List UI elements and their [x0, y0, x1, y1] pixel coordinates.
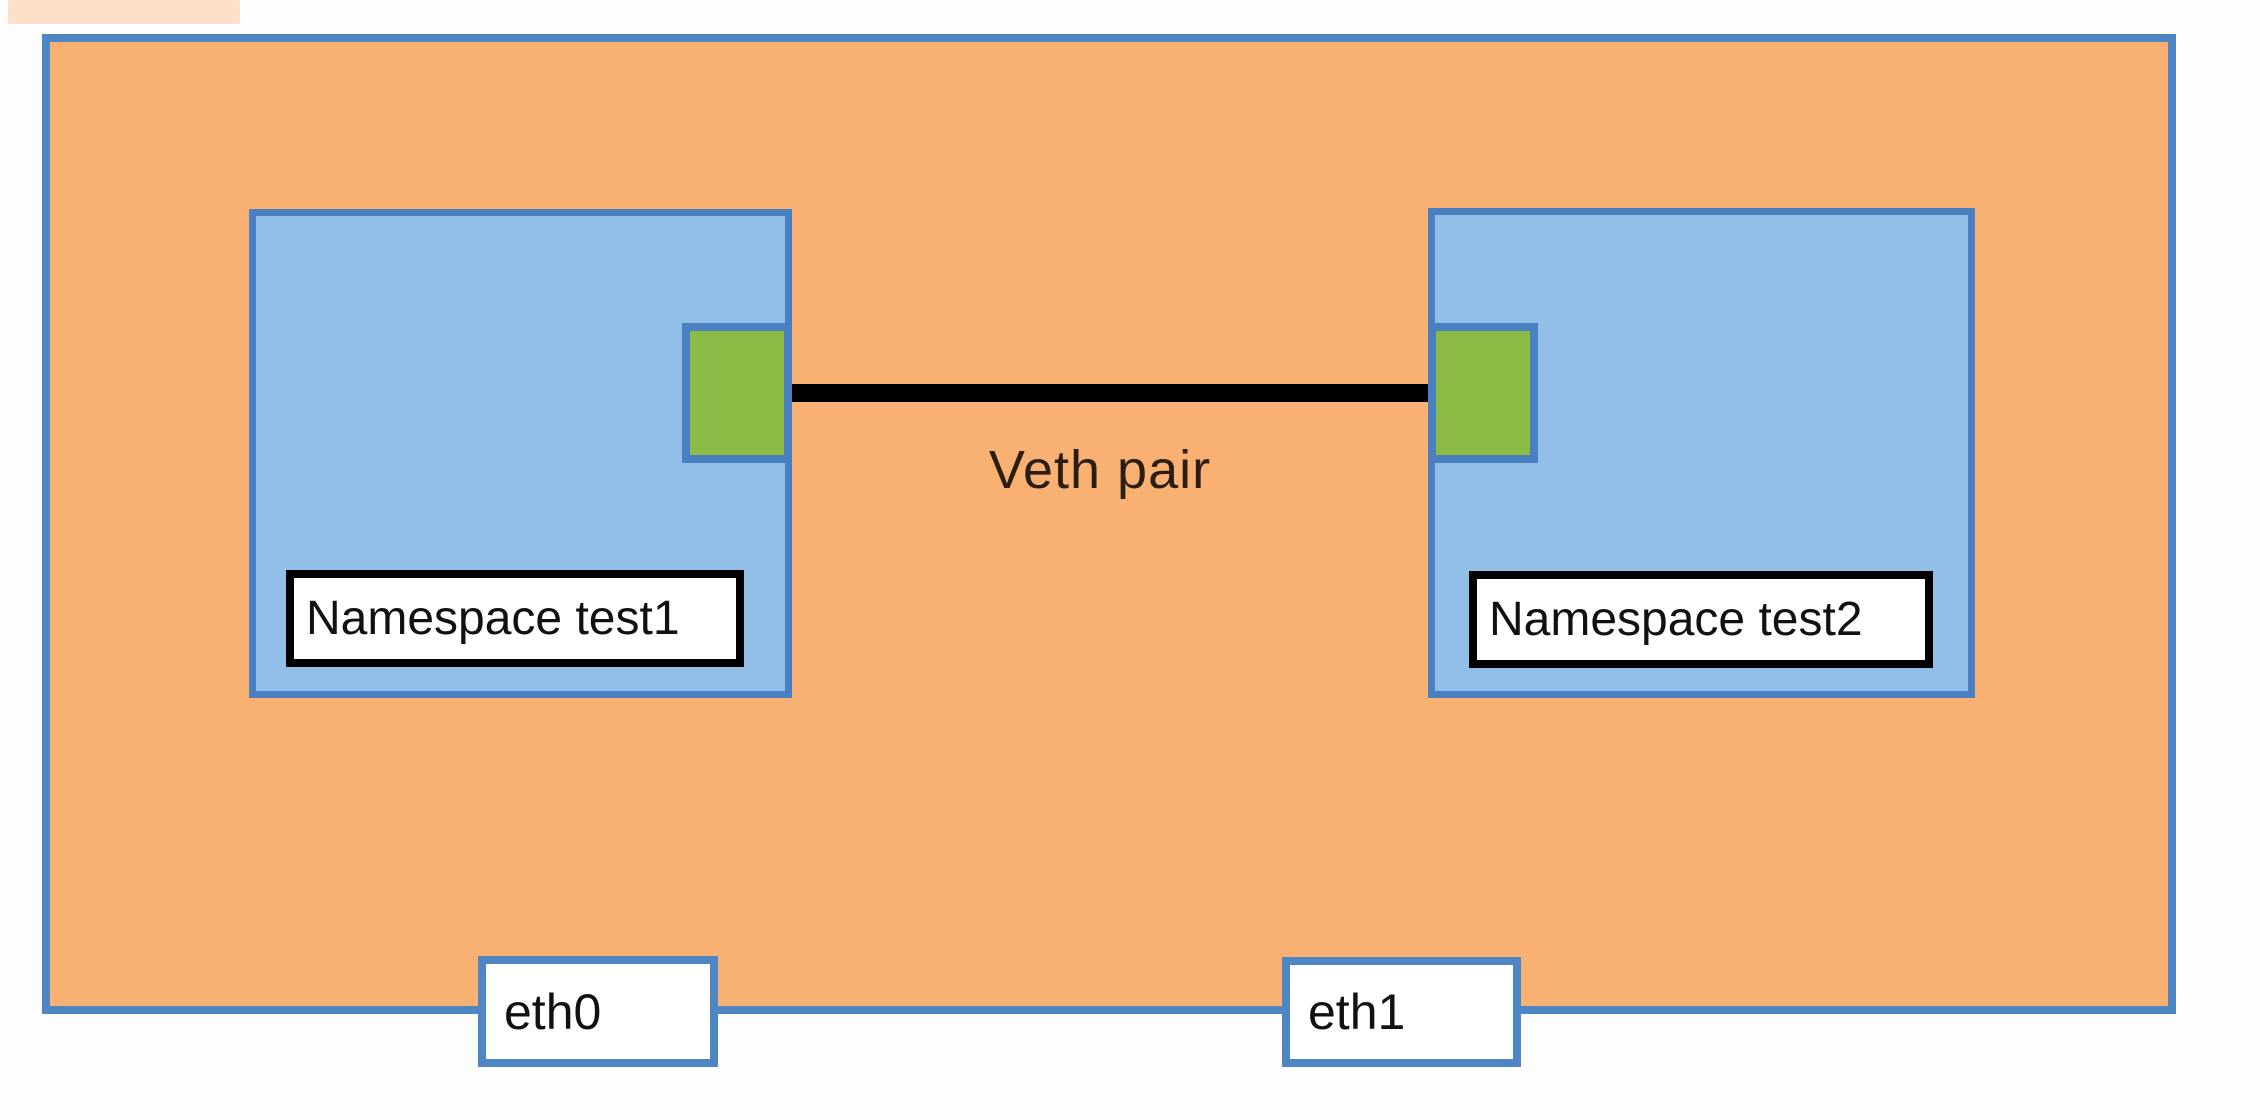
veth-pair-label: Veth pair [988, 440, 1212, 500]
veth-endpoint-test2 [1428, 323, 1538, 463]
eth1-interface-label: eth1 [1282, 957, 1521, 1067]
namespace-test1-label: Namespace test1 [286, 570, 744, 667]
veth-connector-line [790, 384, 1430, 402]
eth0-interface-label: eth0 [478, 956, 718, 1067]
namespace-test2-label: Namespace test2 [1469, 571, 1933, 668]
video-artifact [8, 0, 240, 24]
veth-endpoint-test1 [682, 323, 792, 463]
